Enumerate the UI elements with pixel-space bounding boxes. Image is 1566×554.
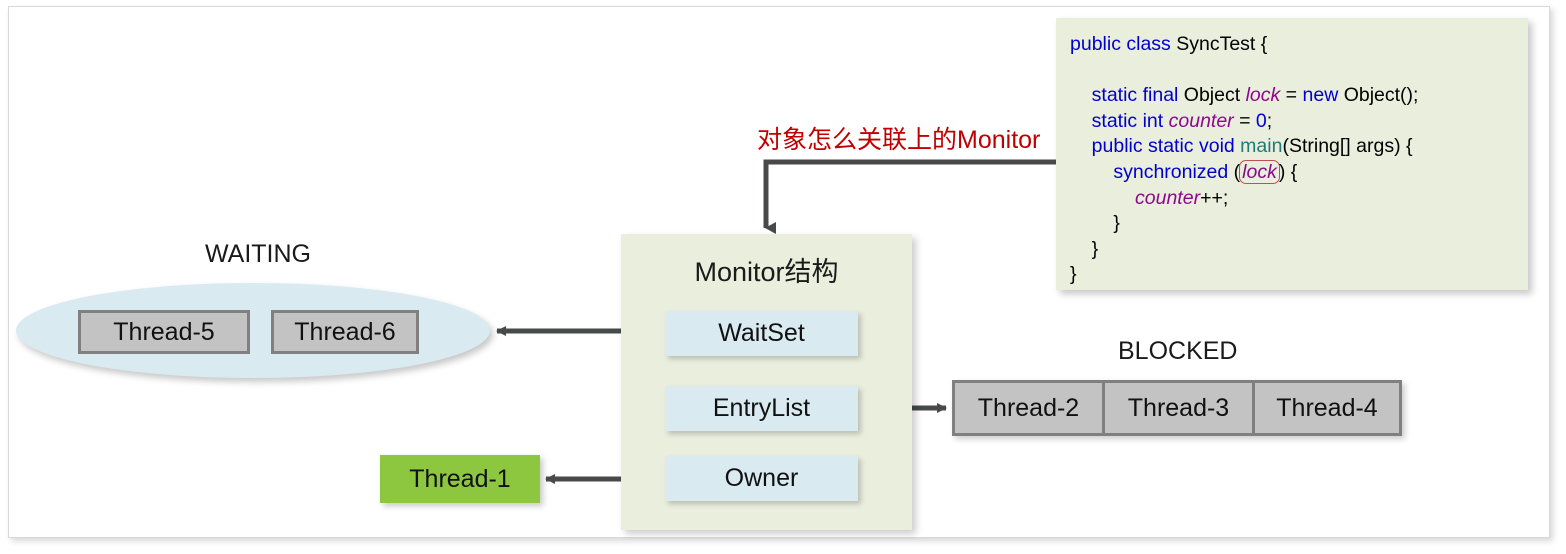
code-line-1: public class SyncTest { — [1070, 33, 1267, 55]
code-text: Object(); — [1338, 84, 1419, 107]
annotation-text: 对象怎么关联上的Monitor — [757, 126, 1041, 154]
code-keyword: new — [1302, 84, 1339, 107]
code-line-8: } — [1070, 212, 1120, 234]
code-lock-highlight: lock — [1239, 159, 1280, 184]
code-identifier-counter: counter — [1168, 109, 1234, 132]
monitor-title: Monitor结构 — [694, 257, 839, 287]
code-number: 0 — [1255, 109, 1267, 132]
code-line-10: } — [1070, 263, 1077, 285]
code-line-6: synchronized (lock) { — [1070, 159, 1298, 184]
code-line-5: public static void main(String[] args) { — [1070, 135, 1413, 157]
monitor-field-owner[interactable]: Owner — [665, 456, 858, 501]
code-text: SyncTest { — [1170, 33, 1268, 55]
code-text: = — [1280, 84, 1303, 107]
code-line-4: static int counter = 0; — [1070, 109, 1273, 132]
code-keyword: static final — [1091, 84, 1179, 107]
code-keyword: public static void — [1091, 135, 1235, 158]
thread-box-thread-5[interactable]: Thread-5 — [78, 310, 250, 354]
thread-box-thread-6[interactable]: Thread-6 — [271, 310, 419, 354]
code-line-7: counter++; — [1070, 187, 1228, 209]
thread-box-thread-3[interactable]: Thread-3 — [1102, 380, 1252, 436]
monitor-field-entrylist[interactable]: EntryList — [665, 386, 858, 431]
thread-box-thread-2[interactable]: Thread-2 — [952, 380, 1102, 436]
blocked-thread-queue: Thread-2 Thread-3 Thread-4 — [952, 380, 1402, 436]
code-identifier-counter: counter — [1135, 186, 1201, 209]
thread-box-thread-1[interactable]: Thread-1 — [380, 455, 540, 503]
code-line-3: static final Object lock = new Object(); — [1070, 84, 1419, 107]
code-identifier-lock: lock — [1245, 84, 1281, 107]
code-text: } — [1113, 212, 1120, 235]
code-text: Object — [1178, 84, 1246, 107]
code-keyword-synchronized: synchronized — [1113, 160, 1229, 183]
code-method-main: main — [1240, 135, 1283, 158]
code-text: ( — [1228, 160, 1241, 183]
waiting-label: WAITING — [205, 240, 312, 268]
blocked-label: BLOCKED — [1118, 337, 1238, 365]
code-text: ) { — [1278, 160, 1298, 183]
code-text: } — [1070, 263, 1077, 286]
code-text: = — [1233, 109, 1256, 132]
code-text: ; — [1266, 109, 1273, 132]
thread-box-thread-4[interactable]: Thread-4 — [1252, 380, 1402, 436]
code-blank-line — [1070, 59, 1075, 81]
code-keyword: static int — [1091, 109, 1164, 132]
code-text: } — [1091, 237, 1099, 260]
monitor-field-waitset[interactable]: WaitSet — [665, 311, 858, 356]
code-keyword: public class — [1070, 33, 1171, 55]
code-text: ++; — [1200, 186, 1229, 209]
code-line-9: } — [1070, 237, 1099, 260]
monitor-structure-box: Monitor结构 WaitSet EntryList Owner — [621, 234, 912, 530]
code-text: (String[] args) { — [1282, 135, 1413, 158]
code-panel: public class SyncTest { static final Obj… — [1056, 18, 1528, 290]
